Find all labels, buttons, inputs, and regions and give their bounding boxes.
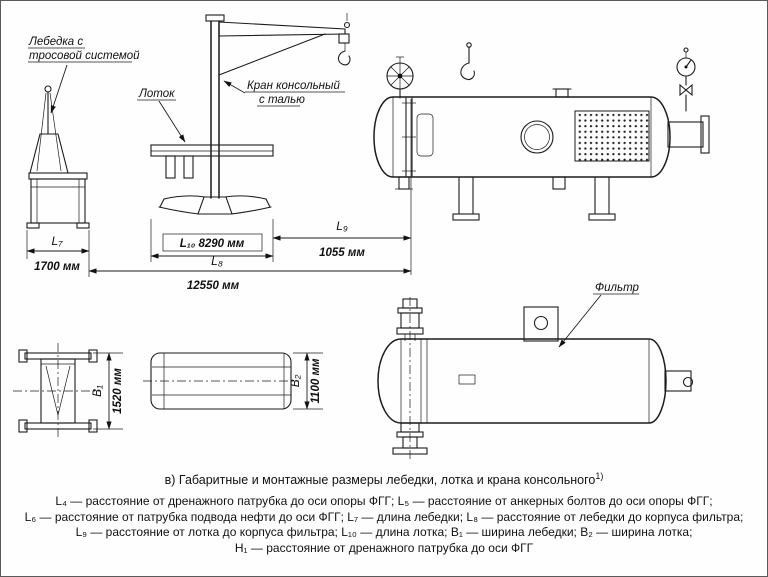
tray-dish <box>163 195 206 200</box>
crane-brace <box>218 33 326 76</box>
dim-l9-value: 1055 мм <box>319 247 365 259</box>
winch-foot-left <box>26 222 40 229</box>
tray-leader-line <box>158 100 186 143</box>
dimension-l10: L₁₀ 8290 мм <box>150 219 274 262</box>
filter-view: Фильтр <box>377 282 694 461</box>
dimension-l7: L₇ 1700 мм <box>26 230 90 277</box>
tray-label-group: Лоток <box>137 88 186 143</box>
winch-housing <box>29 133 69 174</box>
legend-line-4: H₁ — расстояние от дренажного патрубка д… <box>234 540 534 555</box>
legend-line-1: L₄ — расстояние от дренажного патрубка д… <box>55 494 713 509</box>
dim-b1-value: 1520 мм <box>112 368 124 414</box>
dim-b2-value: 1100 мм <box>310 358 322 403</box>
crane-tray-front-view <box>150 13 351 215</box>
figure-caption: в) Габаритные и монтажные размеры лебедк… <box>1 471 767 487</box>
right-nozzle-flange <box>700 115 710 154</box>
dim-l7-value: 1700 мм <box>34 261 80 273</box>
winch-top-plate <box>28 172 88 180</box>
top-nozzle <box>555 88 569 98</box>
crane-jib <box>218 21 346 37</box>
dim-b2-name: B₂ <box>288 374 302 387</box>
legend: L₄ — расстояние от дренажного патрубка д… <box>1 494 767 556</box>
tray-post-right <box>183 155 194 179</box>
crane-column-cap <box>205 14 225 22</box>
filter-lifting-lug <box>523 306 559 342</box>
winch-label-group: Лебедка с тросовой системой <box>28 36 140 114</box>
dim-l10-label: L₁₀ 8290 мм <box>180 238 245 250</box>
tray-plan-view <box>143 352 299 410</box>
crane-label-line1: Кран консольный <box>247 80 340 92</box>
winch-leader-line <box>50 64 68 114</box>
dim-l9-name: L₉ <box>336 219 348 233</box>
drawing-canvas: Лебедка с тросовой системой <box>13 13 710 461</box>
filter-valve-column <box>392 297 428 461</box>
vessel-leg-left <box>452 176 480 221</box>
manhole-flange <box>520 120 554 154</box>
dimension-b1: B₁ 1520 мм <box>90 352 124 430</box>
crane-hook-icon <box>337 50 351 66</box>
crane-trolley <box>338 33 350 44</box>
crane-label-group: Кран консольный с талью <box>223 80 345 107</box>
separator-vessel-view <box>373 42 710 275</box>
legend-line-2: L₆ — расстояние от патрубка подвода нефт… <box>24 509 744 524</box>
tray-post-left <box>165 155 176 179</box>
crane-leader-line <box>223 80 246 94</box>
dimension-l9: L₉ 1055 мм <box>272 219 412 259</box>
winch-drum-housing <box>40 358 76 424</box>
tray-plan-body <box>150 352 292 410</box>
dim-b1-name: B₁ <box>90 385 104 397</box>
dimension-b2: B₂ 1100 мм <box>288 352 323 410</box>
dimension-l8: L₈ 12550 мм <box>88 254 412 292</box>
filter-label: Фильтр <box>595 282 640 294</box>
vessel-bracket <box>552 176 566 190</box>
dim-l8-value: 12550 мм <box>187 280 240 292</box>
dim-l8-name: L₈ <box>211 254 223 268</box>
winch-frame <box>30 178 86 224</box>
perforated-plate <box>574 110 650 162</box>
crane-label-line2: с талью <box>259 94 305 106</box>
vessel-manway-cover <box>416 113 434 157</box>
figure-caption-text: в) Габаритные и монтажные размеры лебедк… <box>164 473 596 488</box>
pressure-gauge-icon <box>676 47 696 112</box>
lifting-hook-icon <box>460 42 475 80</box>
figure-caption-superscript: 1) <box>595 471 604 481</box>
winch-pulley <box>44 85 52 93</box>
winch-label-line1: Лебедка с <box>28 36 83 48</box>
dim-l7-name: L₇ <box>52 234 64 248</box>
winch-foot-right <box>76 222 90 229</box>
vessel-leg-right <box>588 176 616 221</box>
right-nozzle-pipe <box>667 121 704 148</box>
filter-right-nozzle <box>664 370 692 392</box>
winch-label-line2: тросовой системой <box>29 50 140 62</box>
winch-front-view <box>26 85 90 229</box>
tray-label: Лоток <box>138 88 175 100</box>
handwheel-valve-icon <box>386 56 414 99</box>
crane-pulley <box>343 21 351 29</box>
filter-nameplate <box>458 374 476 385</box>
winch-plan-view <box>13 343 101 437</box>
legend-line-3: L₉ — расстояние от лотка до корпуса филь… <box>75 525 693 540</box>
drain-nozzle <box>398 176 410 190</box>
tray-base-plate <box>150 144 274 157</box>
